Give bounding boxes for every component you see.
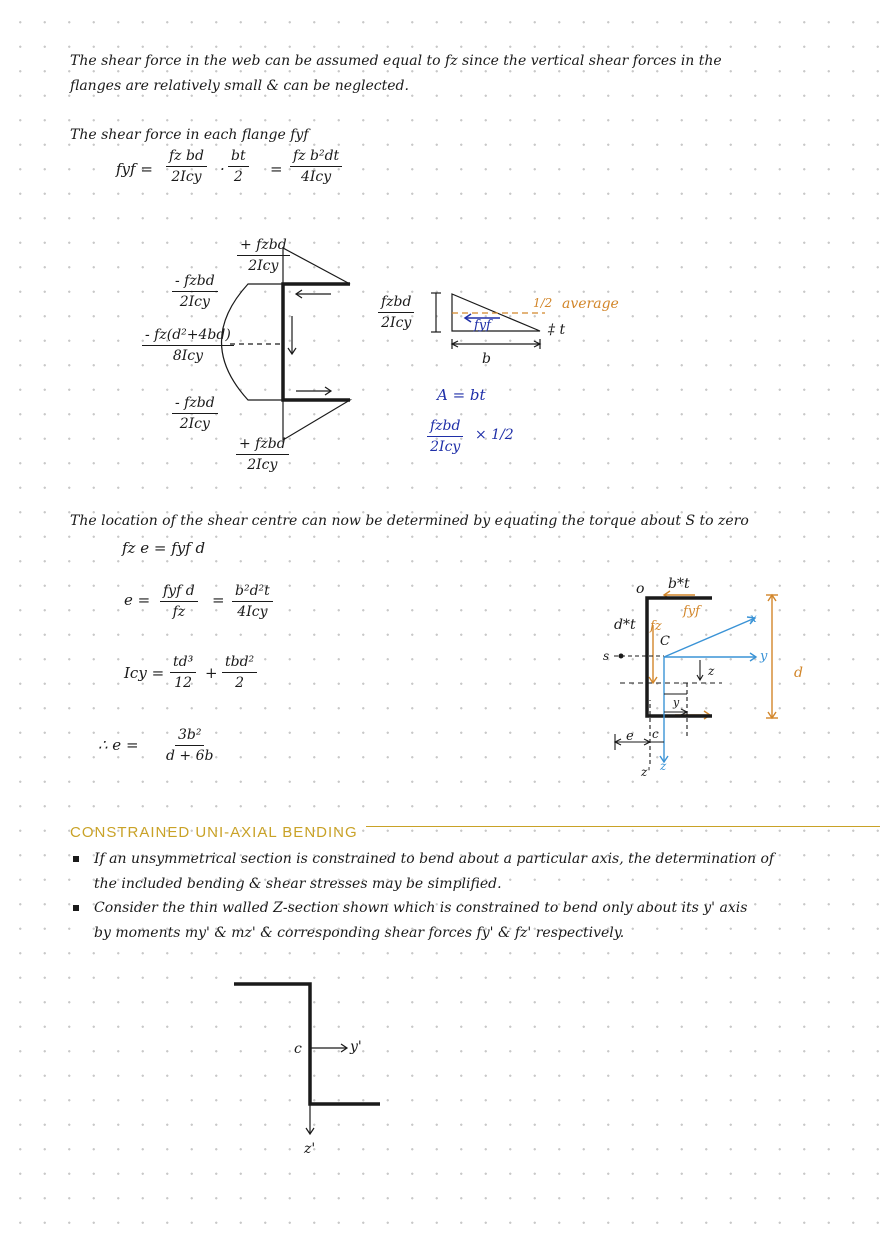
channel-x-label: x [750, 611, 757, 625]
z-section-y-prime: y' [350, 1039, 362, 1055]
section-heading: CONSTRAINED UNI-AXIAL BENDING [70, 824, 358, 841]
icy-frac-1-den: 12 [174, 675, 193, 692]
icy-frac-1: td³ 12 [170, 654, 197, 692]
channel-y-label: y [760, 649, 768, 664]
flange-frac-1: fz bd 2Icy [166, 148, 207, 185]
bullet-2-line-1: Consider the thin walled Z-section shown… [94, 900, 748, 916]
shear-bot-plus: + fzbd 2Icy [236, 436, 289, 473]
area-product-den: 2Icy [430, 439, 461, 456]
icy-frac-1-num: td³ [170, 654, 197, 674]
channel-z-prime: z' [641, 765, 651, 779]
triangle-t-label: ‡ t [548, 322, 566, 338]
e-result-lhs: ∴ e = [98, 736, 139, 754]
channel-s: s [603, 649, 610, 663]
shear-bot-minus-num: - fzbd [172, 395, 218, 415]
channel-dt: d*t [614, 617, 636, 633]
area-product-num: fzbd [427, 418, 464, 438]
triangle-fyf: fyf [474, 318, 491, 333]
triangle-half: 1/2 [533, 296, 553, 310]
flange-force-lhs: fyf = [116, 160, 153, 178]
flange-frac-3-num: fz b²dt [290, 148, 343, 168]
bullet-1-line-1: If an unsymmetrical section is constrain… [94, 851, 775, 867]
icy-frac-2-den: 2 [235, 675, 245, 692]
icy-frac-2: tbd² 2 [222, 654, 258, 692]
channel-c: C [660, 634, 670, 649]
z-section-c: c [294, 1041, 302, 1057]
channel-d: d [794, 665, 803, 681]
flange-dot: · [220, 160, 225, 178]
flange-eq: = [270, 160, 283, 178]
shear-centre-text: The location of the shear centre can now… [70, 513, 749, 529]
flange-frac-3-den: 4Icy [300, 169, 332, 186]
intro-line-2: flanges are relatively small & can be ne… [70, 78, 409, 94]
shear-bot-minus-den: 2Icy [179, 416, 210, 433]
e-eq: = [212, 591, 225, 609]
area-eq: A = bt [437, 386, 486, 404]
e-frac-2: b²d²t 4Icy [232, 583, 273, 620]
triangle-left-label: fzbd 2Icy [378, 294, 415, 332]
icy-lhs: Icy = [124, 664, 165, 682]
channel-z-small: z [708, 664, 715, 678]
e-lhs: e = [124, 591, 151, 609]
area-product: fzbd 2Icy [427, 418, 464, 456]
flange-frac-2-num: bt [228, 148, 249, 168]
e-frac-1-num: fyf d [160, 583, 198, 603]
bullet-1-line-2: the included bending & shear stresses ma… [94, 876, 502, 892]
shear-mid-den: 8Icy [172, 348, 203, 365]
channel-z-arrow: z [660, 759, 667, 773]
flange-force-text: The shear force in each flange fyf [70, 127, 309, 143]
channel-fz: fz [650, 619, 662, 634]
shear-top-minus-den: 2Icy [179, 294, 210, 311]
flange-frac-1-num: fz bd [166, 148, 207, 168]
heading-rule [366, 826, 880, 827]
triangle-left-num: fzbd [378, 294, 415, 314]
shear-mid-num: - fz(d²+4bd) [142, 327, 234, 347]
e-frac-2-den: 4Icy [237, 604, 268, 621]
channel-e: e [626, 729, 634, 744]
bullet-2 [73, 905, 79, 911]
e-frac-1-den: fz [172, 604, 186, 621]
e-result: 3b² d + 6b [166, 727, 213, 764]
flange-frac-2: bt 2 [228, 148, 249, 185]
shear-bot-minus: - fzbd 2Icy [172, 395, 218, 432]
shear-bot-plus-den: 2Icy [247, 457, 278, 474]
triangle-b-label: b [482, 351, 491, 367]
triangle-average: average [562, 296, 619, 312]
torque-eq: fz e = fyf d [122, 539, 206, 557]
area-times-half: × 1/2 [475, 427, 514, 443]
shear-top-plus-num: + fzbd [237, 237, 290, 257]
e-frac-2-num: b²d²t [232, 583, 273, 603]
icy-plus: + [205, 664, 218, 682]
shear-bot-plus-num: + fzbd [236, 436, 289, 456]
e-result-num: 3b² [174, 727, 205, 747]
e-frac-1: fyf d fz [160, 583, 198, 620]
icy-frac-2-num: tbd² [222, 654, 258, 674]
channel-fyf: fyf [683, 604, 700, 619]
intro-line-1: The shear force in the web can be assume… [70, 53, 722, 69]
channel-o: o [636, 581, 645, 597]
shear-top-minus-num: - fzbd [172, 273, 218, 293]
flange-frac-2-den: 2 [233, 169, 243, 186]
e-result-den: d + 6b [166, 748, 214, 765]
bullet-2-line-2: by moments my' & mz' & corresponding she… [94, 925, 625, 941]
shear-top-minus: - fzbd 2Icy [172, 273, 218, 310]
channel-bt: b*t [668, 576, 690, 592]
triangle-left-den: 2Icy [381, 315, 412, 332]
bullet-1 [73, 856, 79, 862]
z-section-z-prime: z' [304, 1141, 316, 1157]
shear-top-plus: + fzbd 2Icy [237, 237, 290, 274]
shear-top-plus-den: 2Icy [248, 258, 279, 275]
flange-frac-1-den: 2Icy [171, 169, 202, 186]
flange-frac-3: fz b²dt 4Icy [290, 148, 343, 186]
channel-y-small: y [673, 696, 680, 709]
shear-mid: - fz(d²+4bd) 8Icy [142, 327, 234, 364]
channel-c2: c [652, 727, 659, 741]
